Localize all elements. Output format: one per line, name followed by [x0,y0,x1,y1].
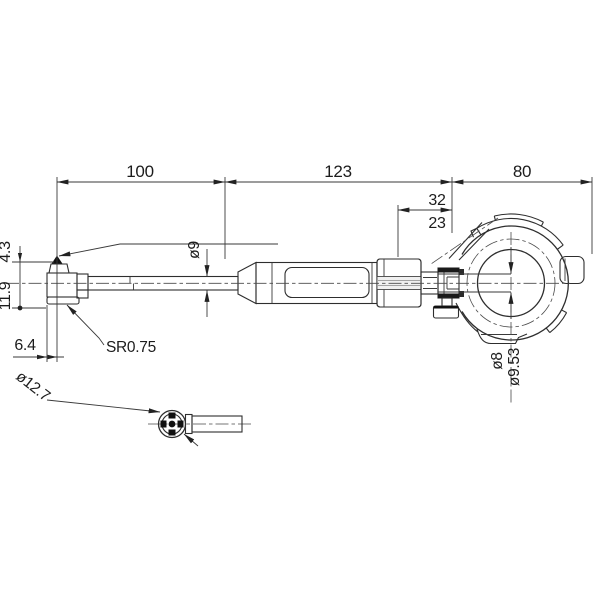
contact-point-leader [58,243,278,257]
dim-stem-outer-diameter-label: ø9.53 [506,348,523,386]
dim-detail-diameter-label: ø12.7 [13,368,54,405]
probe-head [46,255,89,305]
dim-origin-dot [17,305,23,311]
dim-overall-mid-label: 123 [324,162,351,181]
head-rod-connector [76,273,89,291]
dim-arrow-tip-travel [17,253,23,262]
dial-indicator-housing [430,213,585,345]
detail-rod [191,415,243,433]
dim-head-height-label: 11.9 [0,281,14,310]
stem-clamp-assembly [420,267,511,319]
housing-diagonal-centerline [430,217,499,265]
housing-top-cap [494,213,544,223]
grip-label-window [284,266,370,299]
dim-head-width-label: 6.4 [14,337,36,354]
dim-overall-right-label: 80 [513,162,531,181]
center-lines [6,232,570,403]
housing-crown-band [476,217,564,246]
thumbscrew-neck [441,297,453,307]
thumbscrew-top-band [433,306,459,309]
dim-stem-upper-label: 32 [428,192,446,209]
dim-overall-left-label: 100 [126,162,153,181]
head-block [46,272,78,298]
detail-dia-leader-upper [46,399,161,414]
clamp-band-bottom [438,293,459,298]
contact-point-cap [48,263,70,274]
detail-dia-leader-lower [183,433,199,447]
housing-right-tab [559,255,585,285]
head-bottom [46,296,80,305]
clamp-prong-bottom [459,291,464,297]
clamp-band-top [438,268,459,273]
dim-rod-diameter-label: ø9 [186,241,203,259]
dim-tip-travel-label: 4.3 [0,241,14,263]
contact-head-detail-view [46,399,252,447]
head-step [76,289,89,299]
rod-joint-marks [129,277,134,290]
dim-contact-radius-label: SR0.75 [106,339,156,356]
contact-radius-leader [66,304,105,346]
stem-bore-lines [438,273,511,293]
detail-head-center-dot [168,420,176,428]
housing-bottom-tab [476,328,528,345]
dim-stem-lower-label: 23 [428,215,446,232]
dim-stem-bore-diameter-label: ø8 [489,352,506,370]
clamp-prong-top [459,269,464,275]
dimension-layer [12,177,593,362]
